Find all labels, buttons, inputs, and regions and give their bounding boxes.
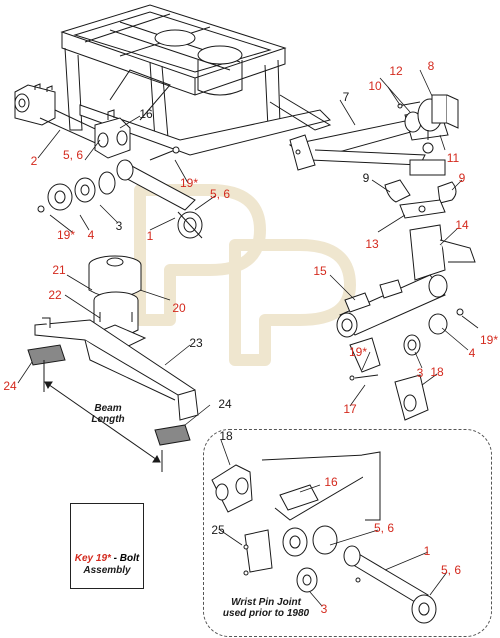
key-suffix: - Bolt xyxy=(110,553,140,564)
watermark-logo xyxy=(134,184,356,366)
part-label-p1b: 1 xyxy=(423,544,431,558)
part-label-p3b: 3 xyxy=(416,366,424,380)
bushing-stack-right xyxy=(349,308,464,421)
part-label-p56d: 5, 6 xyxy=(440,563,462,577)
part-label-p56c: 5, 6 xyxy=(373,521,395,535)
part-label-p3a: 3 xyxy=(115,219,123,233)
part-label-p7: 7 xyxy=(342,90,350,104)
wrist-pin-note: Wrist Pin Joint used prior to 1980 xyxy=(223,597,309,619)
part-label-p18b: 18 xyxy=(219,429,233,443)
key-box-title: Key 19* - Bolt xyxy=(71,553,143,564)
part-label-p19b: 19* xyxy=(56,228,76,242)
frame-assembly xyxy=(14,4,332,159)
part-label-p10: 10 xyxy=(368,79,382,93)
part-label-p20: 20 xyxy=(172,301,186,315)
part-label-p3c: 3 xyxy=(320,602,328,616)
part-label-p4b: 4 xyxy=(468,346,476,360)
part-label-p19a: 19* xyxy=(179,176,199,190)
key-box: Key 19* - Bolt Assembly xyxy=(70,503,144,589)
part-label-p12: 12 xyxy=(389,64,403,78)
part-label-p19d: 19* xyxy=(479,333,499,347)
part-label-p16a: 16 xyxy=(139,107,153,121)
part-label-p9a: 9 xyxy=(362,171,370,185)
part-label-p56b: 5, 6 xyxy=(209,187,231,201)
part-label-p1a: 1 xyxy=(146,229,154,243)
beam-assembly xyxy=(27,317,199,446)
key-prefix: Key 19* xyxy=(74,553,111,564)
part-label-p15: 15 xyxy=(313,264,327,278)
part-label-p24b: 24 xyxy=(218,397,232,411)
wrist-pin-note-line1: Wrist Pin Joint xyxy=(231,597,301,608)
part-label-p16b: 16 xyxy=(324,475,338,489)
part-label-p17: 17 xyxy=(343,402,357,416)
bushing-stack-upper xyxy=(37,171,116,213)
trailing-arm-upper xyxy=(116,146,203,239)
leader-lines xyxy=(17,69,479,607)
part-label-p24a: 24 xyxy=(3,379,17,393)
part-label-p13: 13 xyxy=(365,237,379,251)
beam-length-label: Beam Length xyxy=(91,403,124,425)
part-label-p2: 2 xyxy=(30,154,38,168)
beam-length-line2: Length xyxy=(91,414,125,425)
beam-length-dimension xyxy=(43,360,163,472)
part-label-p56a: 5, 6 xyxy=(62,148,84,162)
part-label-p21: 21 xyxy=(52,263,66,277)
wishbone-assembly xyxy=(288,94,459,176)
wrist-pin-assembly xyxy=(211,451,437,624)
part-label-p25: 25 xyxy=(211,523,225,537)
part-label-p8: 8 xyxy=(427,59,435,73)
beam-length-line1: Beam xyxy=(94,403,122,414)
part-label-p19c: 19* xyxy=(348,345,368,359)
part-label-p9b: 9 xyxy=(458,171,466,185)
wrist-pin-note-line2: used prior to 1980 xyxy=(222,608,310,619)
bracket-pair xyxy=(384,179,457,219)
wrist-pin-callout xyxy=(203,429,492,637)
part-label-p22: 22 xyxy=(48,288,62,302)
key-box-line2: Assembly xyxy=(83,565,131,576)
axle-assembly xyxy=(336,224,476,338)
part-label-p14: 14 xyxy=(455,218,469,232)
part-label-p4a: 4 xyxy=(87,228,95,242)
part-label-p23: 23 xyxy=(189,336,203,350)
part-label-p18a: 18 xyxy=(430,365,444,379)
part-label-p11: 11 xyxy=(446,151,460,165)
